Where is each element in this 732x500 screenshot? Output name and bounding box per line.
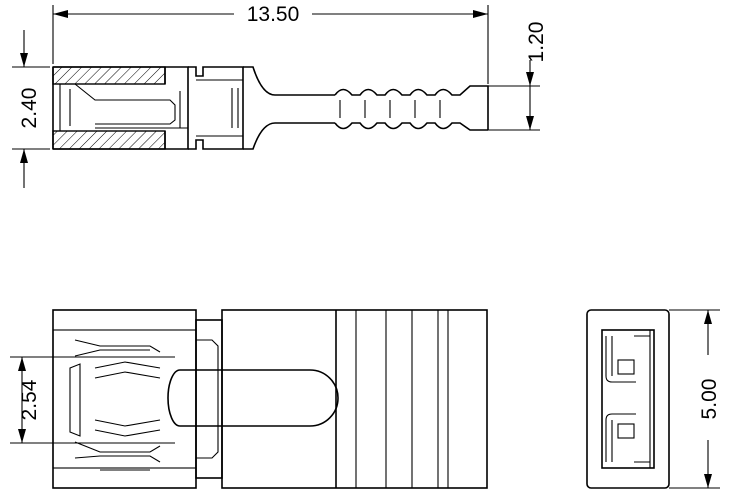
top-view xyxy=(52,309,488,489)
dimension-tip-height: 1.20 xyxy=(488,22,548,131)
housing-hatch-top xyxy=(52,66,166,85)
dimension-width: 5.00 xyxy=(669,309,721,489)
housing-hatch-bottom xyxy=(52,130,166,150)
side-view xyxy=(52,66,489,150)
label-tip-height: 1.20 xyxy=(525,22,548,63)
end-view xyxy=(586,309,670,489)
label-body-height: 2.40 xyxy=(18,88,41,129)
label-overall-length: 13.50 xyxy=(247,3,300,26)
label-width: 5.00 xyxy=(698,379,721,420)
dimension-overall-length: 13.50 xyxy=(52,2,489,84)
label-pitch: 2.54 xyxy=(18,379,41,420)
dimension-pitch: 2.54 xyxy=(10,356,175,444)
dimension-body-height: 2.40 xyxy=(12,30,50,188)
